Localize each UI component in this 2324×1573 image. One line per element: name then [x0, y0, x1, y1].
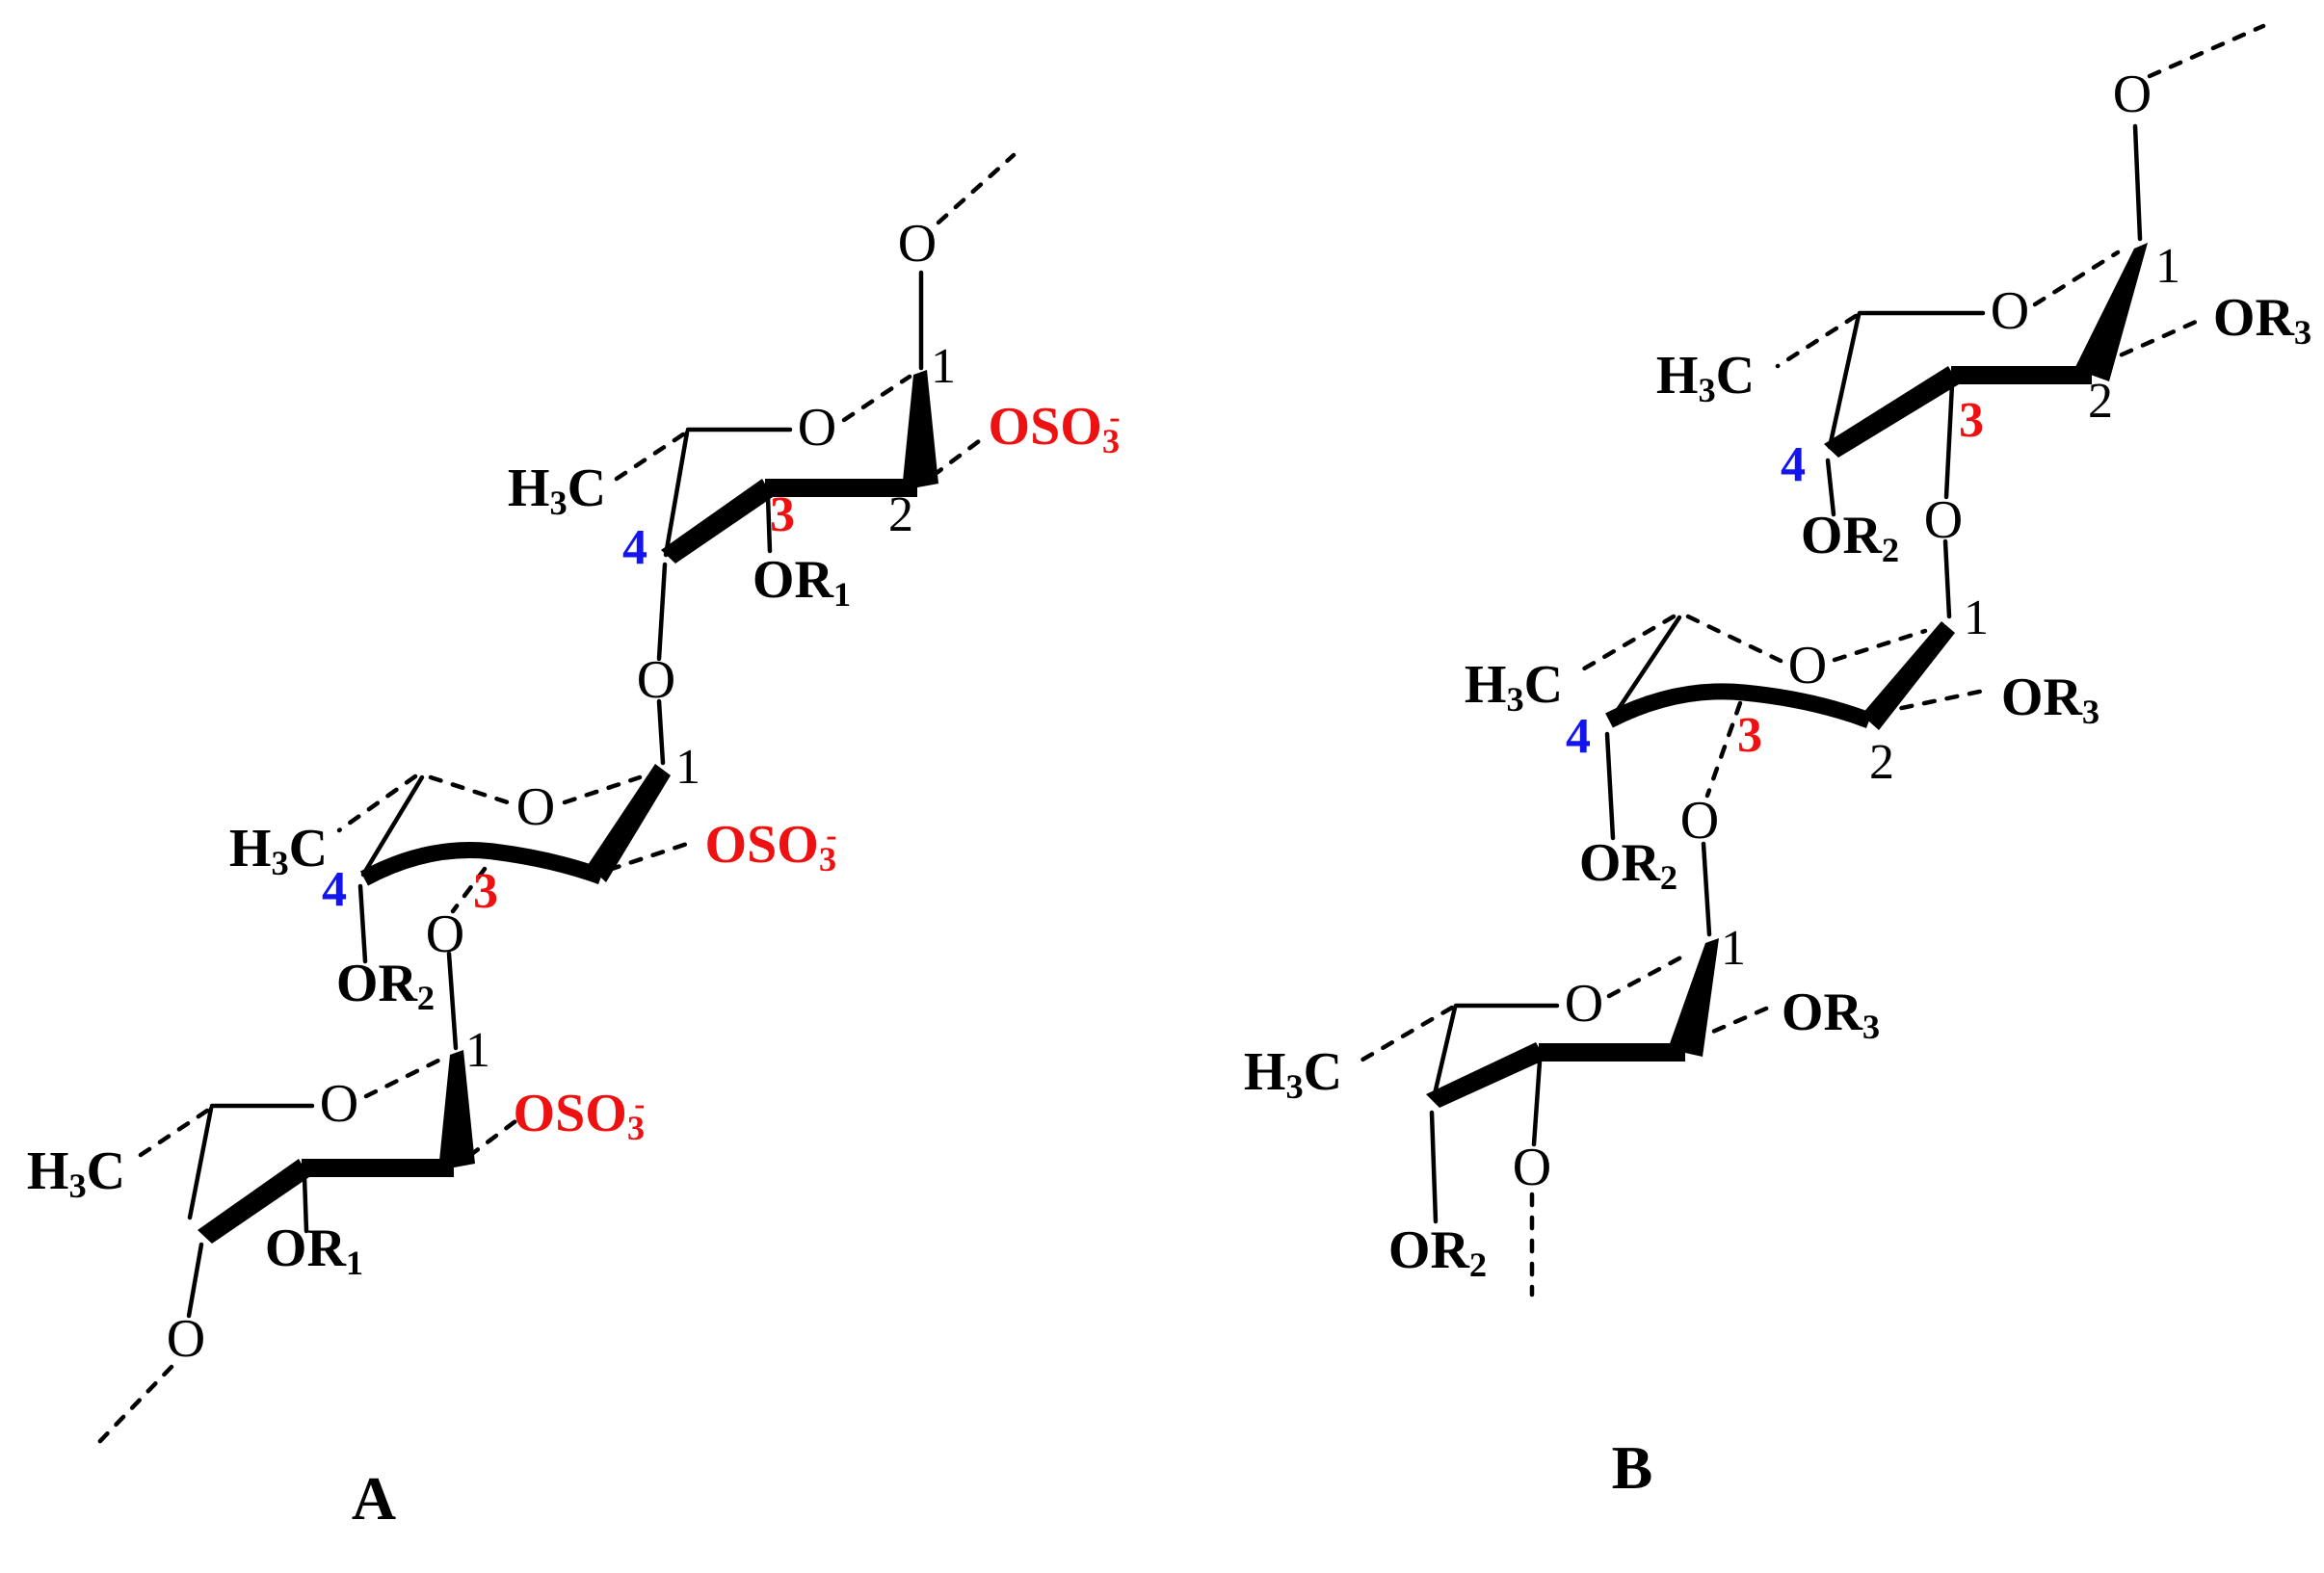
label-a1-c2-sulfate: OSO3- — [988, 397, 1121, 461]
label-b2-c4-number: 4 — [1566, 709, 1591, 764]
label-a3-c2-sulfate: OSO3- — [513, 1084, 646, 1148]
panel-b-caption: B — [1611, 1433, 1653, 1502]
label-a1-c4-number: 4 — [622, 520, 647, 575]
label-b2-ring-oxygen: O — [1787, 636, 1828, 695]
label-b2-glycosidic-oxygen: O — [1679, 791, 1720, 851]
label-b3-c4-or2: OR2 — [1387, 1220, 1488, 1285]
panel-a-caption: A — [351, 1464, 397, 1533]
label-a2-methyl: H3C — [228, 819, 329, 883]
label-a2-c1-number: 1 — [675, 740, 700, 795]
label-a3-c3-or1: OR1 — [264, 1219, 364, 1283]
label-b3-c2-or3: OR3 — [1781, 983, 1881, 1047]
label-b1-c3-number: 3 — [1959, 393, 1984, 448]
label-b1-methyl: H3C — [1655, 346, 1756, 410]
label-a3-c1-number: 1 — [465, 1023, 490, 1078]
label-a1-c2-number: 2 — [888, 487, 913, 542]
label-b2-c3-number: 3 — [1737, 708, 1762, 763]
label-a3-ring-oxygen: O — [319, 1074, 359, 1134]
label-b3-ring-oxygen: O — [1564, 974, 1604, 1034]
unit-a2-bonds — [336, 698, 699, 1051]
label-b2-methyl: H3C — [1464, 655, 1564, 720]
label-a2-c4-or2: OR2 — [335, 954, 436, 1018]
label-b2-c1-number: 1 — [1964, 590, 1989, 645]
unit-b1-bonds — [1775, 23, 2266, 619]
unit-a3-bonds — [96, 1050, 522, 1445]
label-a1-ring-oxygen: O — [797, 398, 837, 458]
label-a2-c3-number: 3 — [473, 864, 498, 919]
label-a1-methyl: H3C — [507, 459, 607, 523]
label-b2-c2-or3: OR3 — [2000, 668, 2100, 732]
label-b3-c1-number: 1 — [1721, 921, 1746, 976]
label-a1-glycosidic-oxygen: O — [636, 650, 676, 710]
label-b1-c2-or3: OR3 — [2212, 288, 2312, 353]
label-a1-c3-number: 3 — [770, 487, 795, 542]
label-b1-c1-number: 1 — [2155, 239, 2180, 294]
label-a2-c4-number: 4 — [322, 862, 347, 917]
label-b1-c4-or2: OR2 — [1800, 506, 1900, 570]
label-b1-chain-oxygen: O — [2112, 65, 2152, 124]
label-a3-terminal-oxygen: O — [166, 1309, 206, 1369]
label-a2-glycosidic-oxygen: O — [425, 904, 465, 964]
label-b1-glycosidic-oxygen: O — [1923, 490, 1964, 550]
label-a1-c1-number: 1 — [931, 339, 956, 394]
unit-b3-bonds — [1350, 938, 1776, 1298]
label-b1-c4-number: 4 — [1781, 437, 1806, 492]
label-b1-ring-oxygen: O — [1990, 281, 2030, 341]
label-b2-c4-or2: OR2 — [1578, 833, 1678, 898]
label-b1-c2-number: 2 — [2088, 374, 2113, 429]
unit-a1-bonds — [611, 152, 1017, 662]
label-a3-methyl: H3C — [26, 1141, 126, 1206]
label-a2-c2-sulfate: OSO3- — [704, 815, 837, 879]
unit-b2-bonds — [1571, 614, 1992, 937]
label-b3-methyl: H3C — [1243, 1042, 1343, 1107]
label-a1-c3-or1: OR1 — [752, 550, 852, 615]
label-b3-terminal-oxygen: O — [1512, 1138, 1552, 1197]
label-a1-chain-oxygen: O — [897, 214, 938, 274]
label-b2-c2-number: 2 — [1869, 735, 1894, 790]
label-a2-ring-oxygen: O — [515, 777, 556, 837]
